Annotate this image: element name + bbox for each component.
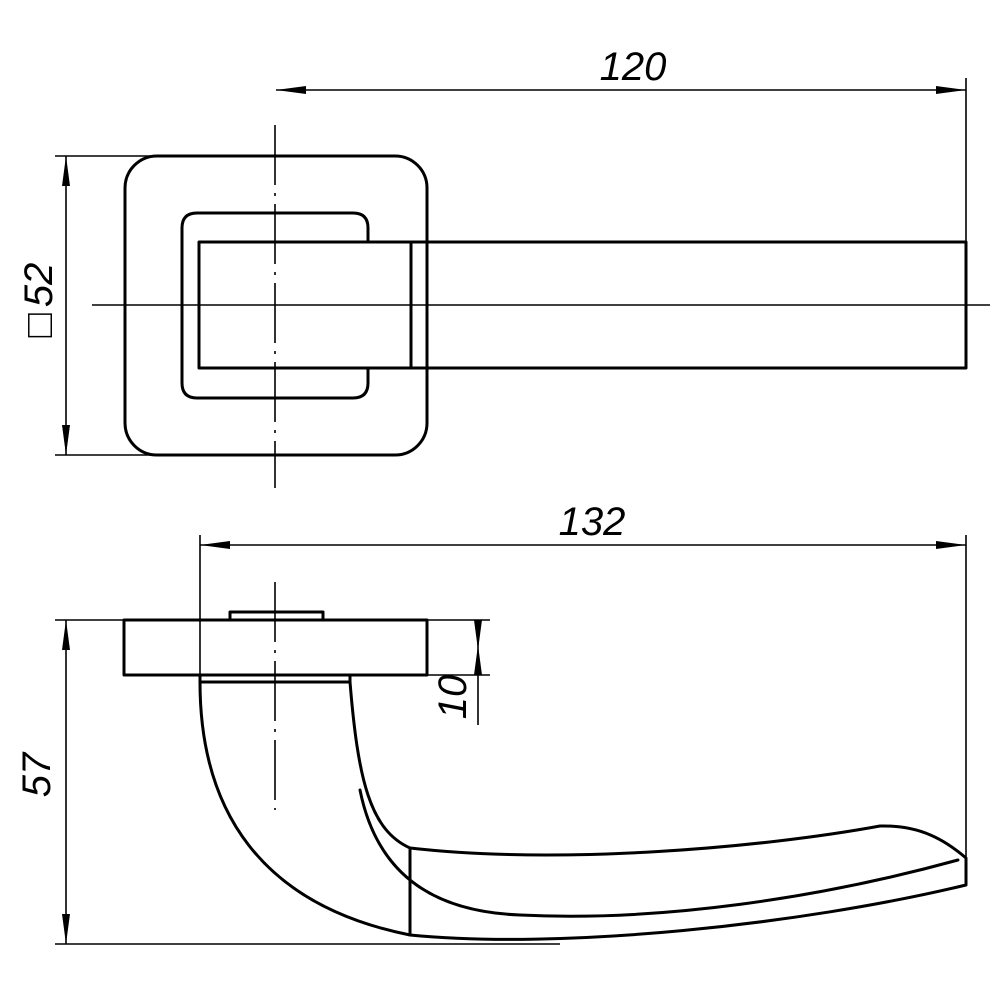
spindle-cap bbox=[228, 610, 325, 622]
arrow-10-top bbox=[474, 620, 482, 650]
dimension-label-57-group: 57 bbox=[15, 751, 59, 797]
side-view: 132 10 57 bbox=[15, 500, 968, 945]
square-symbol: □ bbox=[17, 313, 61, 337]
dimension-label-120: 120 bbox=[600, 45, 667, 89]
handle-inner-contour bbox=[358, 788, 960, 918]
dimension-label-10: 10 bbox=[431, 675, 475, 720]
dimension-label-57: 57 bbox=[15, 751, 59, 797]
dimension-label-52: □ 52 bbox=[17, 263, 61, 338]
dimension-label-52-group: □ 52 bbox=[17, 263, 61, 338]
size-value: 52 bbox=[17, 263, 61, 308]
arrow-10-bottom bbox=[474, 645, 482, 675]
top-view: 120 □ 52 bbox=[17, 45, 990, 488]
handle-body-outline bbox=[198, 680, 968, 941]
dimension-label-10-group: 10 bbox=[431, 675, 475, 720]
dimension-label-132: 132 bbox=[559, 500, 626, 544]
